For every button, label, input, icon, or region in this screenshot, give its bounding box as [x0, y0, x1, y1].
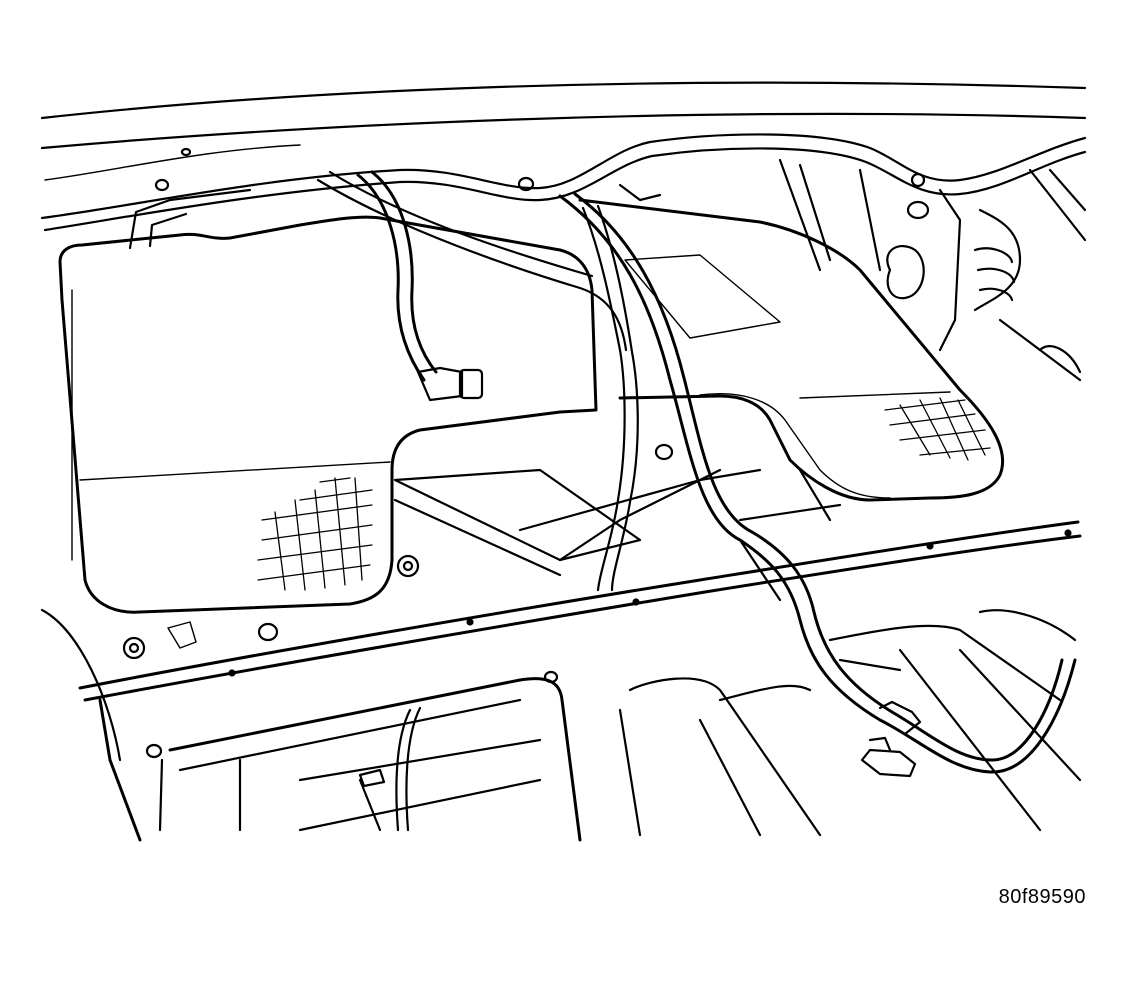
cross-member	[78, 443, 1082, 702]
reservoir-texture	[257, 477, 373, 591]
cowl-bolt	[910, 172, 926, 188]
bolt	[257, 622, 279, 642]
hood-edge	[40, 81, 1087, 181]
washer-reservoir	[58, 215, 598, 614]
cover-texture	[884, 397, 991, 461]
bolt	[122, 636, 146, 660]
cowl-bolt	[154, 178, 170, 192]
front-fascia	[40, 608, 582, 842]
lower-panels	[618, 609, 1082, 837]
figure-id-label: 80f89590	[998, 886, 1086, 908]
upper-cover	[578, 198, 1005, 502]
reservoir-hose	[356, 170, 484, 402]
fascia-bolt	[543, 670, 559, 684]
harness-connector	[860, 700, 922, 778]
bolt	[396, 554, 420, 578]
fascia-bolt	[145, 743, 163, 759]
cowl-bolt	[517, 176, 535, 192]
right-shock-tower	[618, 158, 1087, 382]
bolt	[654, 443, 674, 461]
wiring-harness	[316, 170, 1077, 774]
cowl-panel	[40, 133, 1087, 232]
